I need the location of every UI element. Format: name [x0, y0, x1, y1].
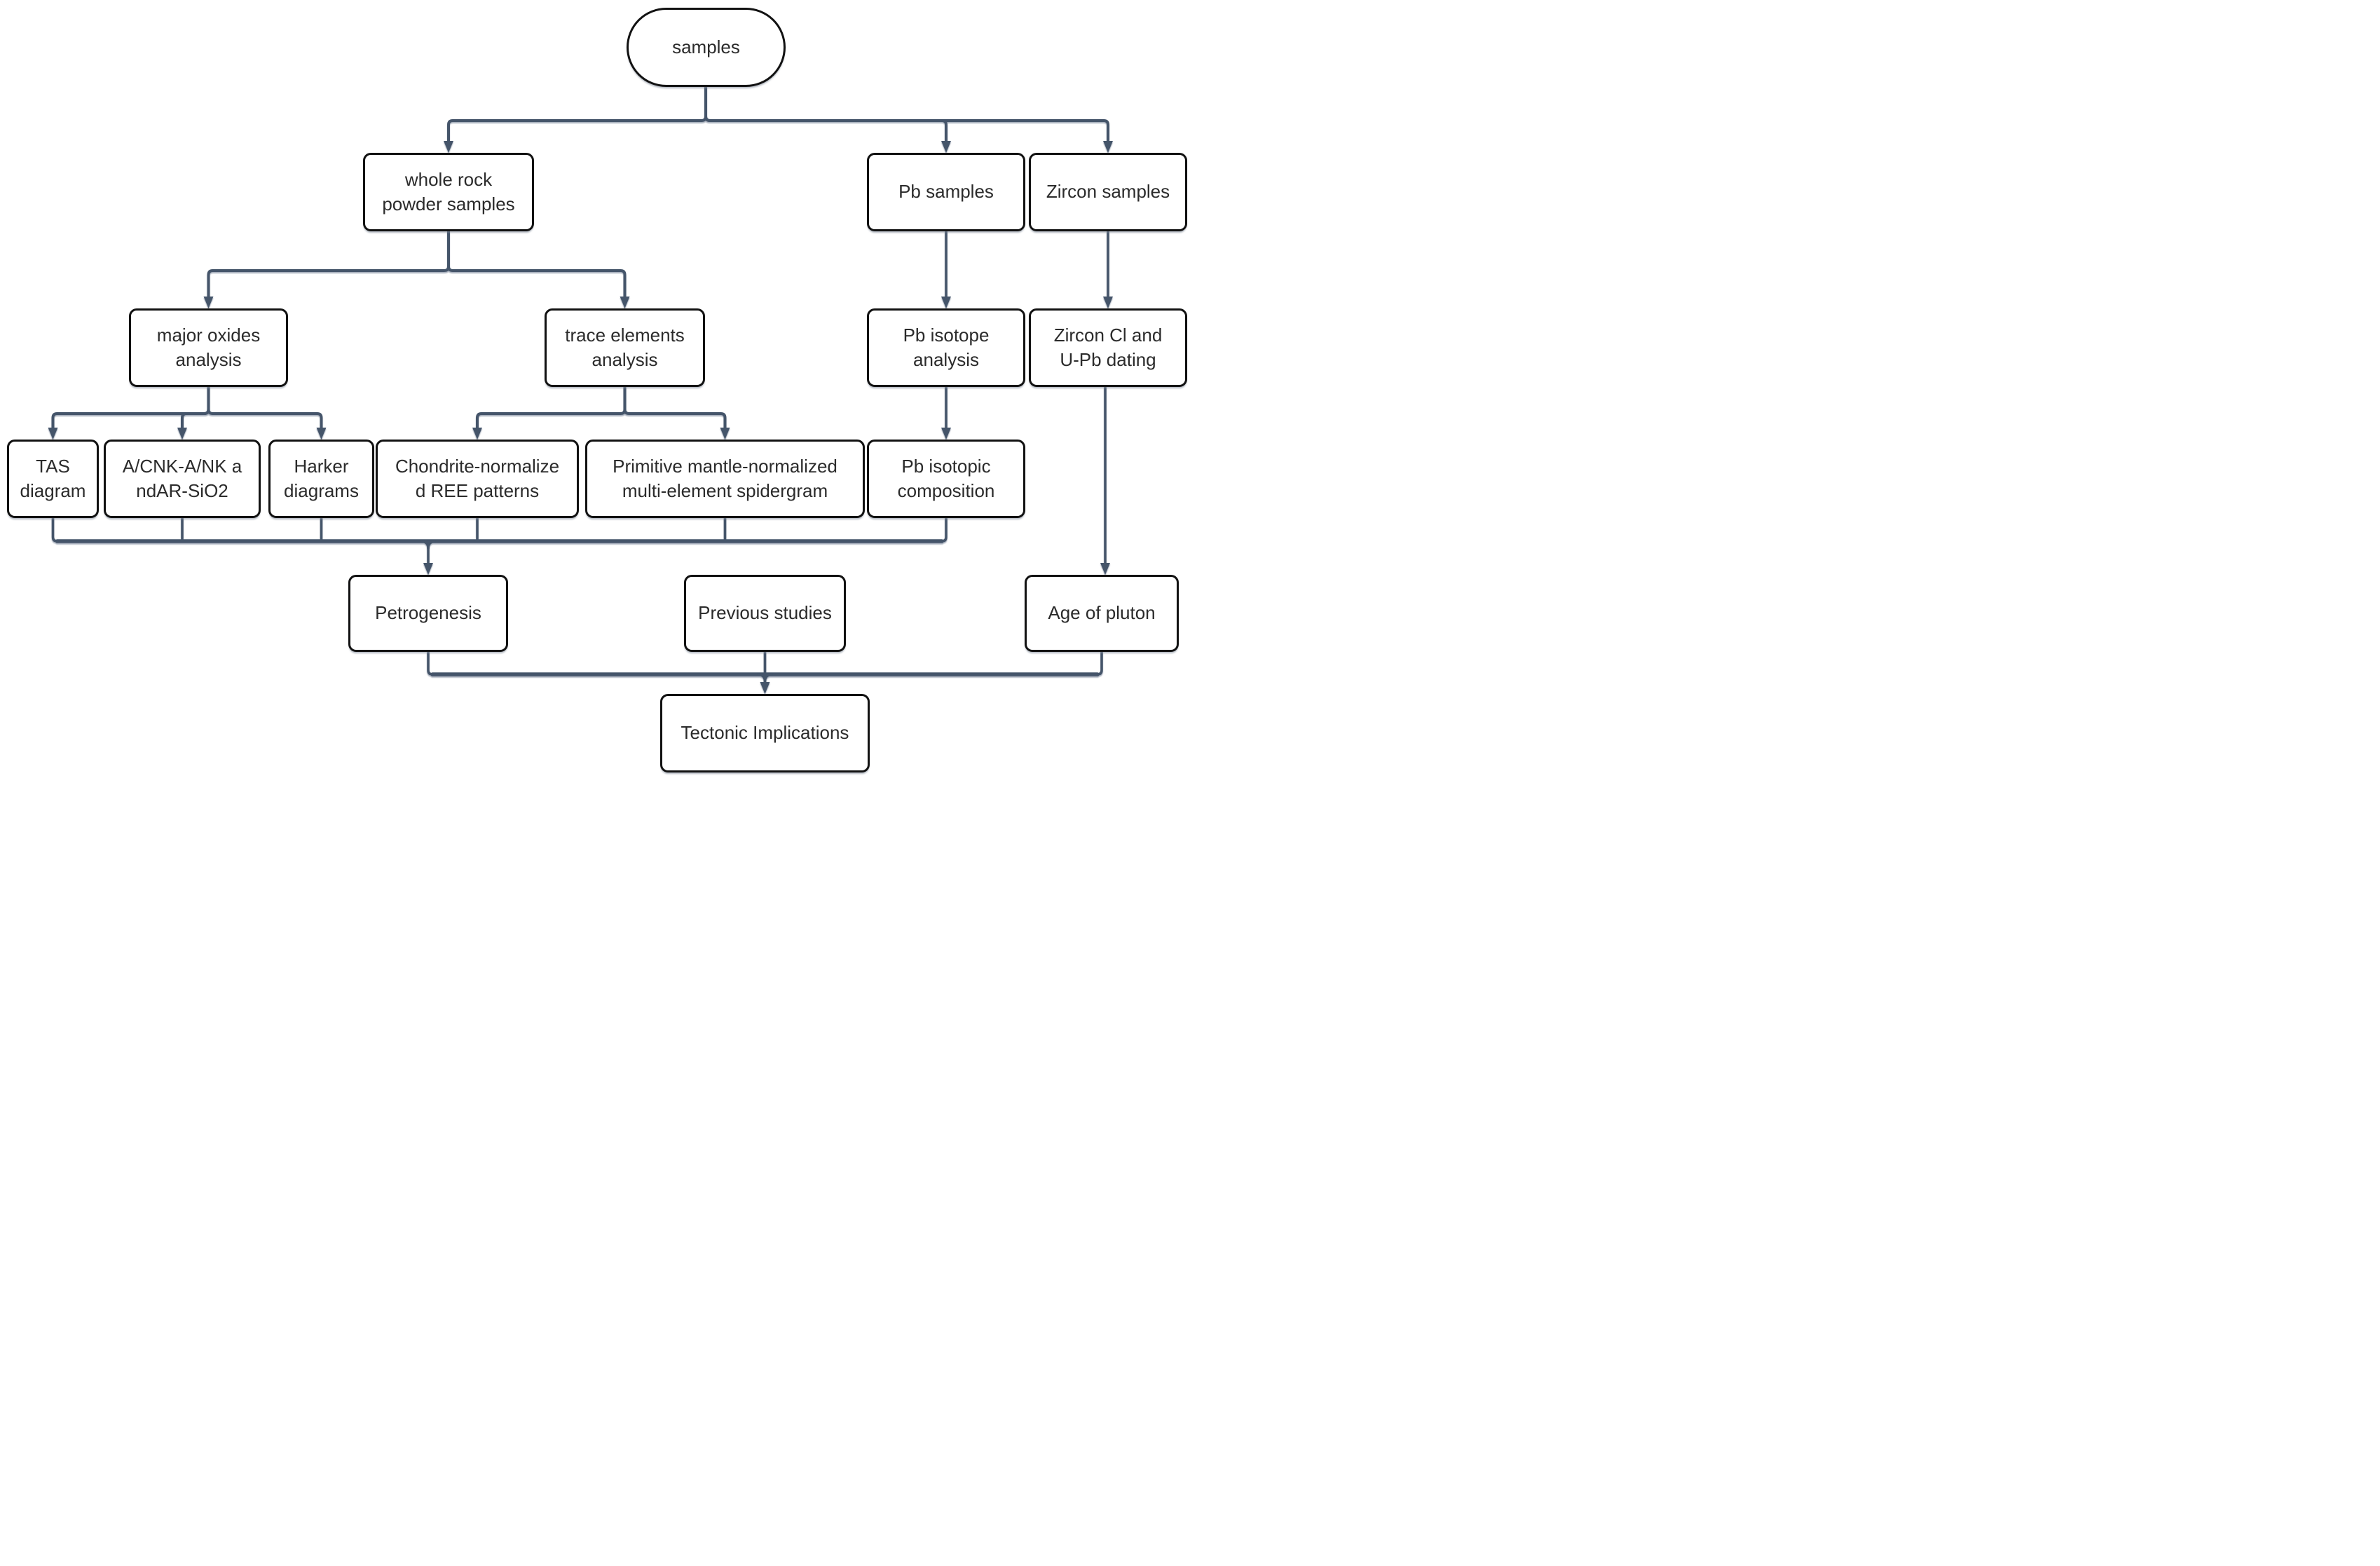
- node-pb-isotope-analysis-label: Pb isotope analysis: [903, 324, 990, 370]
- edge-whole-rock-major-oxides: [203, 230, 450, 308]
- node-tas-diagram: TAS diagram: [7, 440, 99, 518]
- node-whole-rock-powder-samples: whole rock powder samples: [363, 153, 534, 231]
- node-pb-samples-label: Pb samples: [898, 181, 994, 203]
- node-tas-diagram-label: TAS diagram: [20, 455, 86, 501]
- node-zircon-samples-label: Zircon samples: [1046, 181, 1170, 203]
- node-petrogenesis-label: Petrogenesis: [375, 602, 481, 624]
- node-age-of-pluton: Age of pluton: [1025, 575, 1179, 652]
- node-tectonic-implications-label: Tectonic Implications: [681, 722, 849, 744]
- node-pb-isotopic-composition: Pb isotopic composition: [867, 440, 1025, 518]
- node-age-of-pluton-label: Age of pluton: [1048, 602, 1156, 624]
- node-major-oxides-analysis: major oxides analysis: [129, 308, 288, 387]
- edge-zircon-dating-age-of-pluton: [1100, 386, 1110, 575]
- node-major-oxides-analysis-label: major oxides analysis: [156, 324, 261, 370]
- node-trace-elements-analysis: trace elements analysis: [545, 308, 705, 387]
- node-zircon-cl-upb-dating: Zircon Cl and U-Pb dating: [1029, 308, 1187, 387]
- node-acnk-ank-ar-sio2: A/CNK-A/NK a ndAR-SiO2: [104, 440, 261, 518]
- node-whole-rock-powder-samples-label: whole rock powder samples: [382, 168, 515, 215]
- node-harker-diagrams: Harker diagrams: [268, 440, 374, 518]
- edge-pb-isotope-analysis-pb-isotopic-composition: [941, 386, 951, 440]
- edge-major-oxides-harker: [207, 386, 327, 440]
- edge-trace-elements-chondrite: [472, 386, 627, 440]
- node-previous-studies: Previous studies: [684, 575, 846, 652]
- node-samples-label: samples: [672, 36, 740, 57]
- edge-samples-whole-rock: [444, 86, 707, 153]
- merge-bus-results-to-tectonic: [427, 651, 1103, 694]
- merge-bus-analyses-to-petrogenesis: [51, 517, 948, 575]
- node-zircon-samples: Zircon samples: [1029, 153, 1187, 231]
- node-chondrite-normalized-ree-patterns: Chondrite-normalize d REE patterns: [376, 440, 579, 518]
- node-primitive-mantle-spidergram: Primitive mantle-normalized multi-elemen…: [585, 440, 865, 518]
- node-samples: samples: [627, 8, 786, 87]
- connector-layer: [48, 86, 1113, 694]
- node-tectonic-implications: Tectonic Implications: [660, 694, 870, 772]
- node-pb-isotopic-composition-label: Pb isotopic composition: [897, 455, 995, 501]
- node-zircon-cl-upb-dating-label: Zircon Cl and U-Pb dating: [1053, 324, 1163, 370]
- node-acnk-ank-ar-sio2-label: A/CNK-A/NK a ndAR-SiO2: [122, 455, 242, 501]
- node-pb-samples: Pb samples: [867, 153, 1025, 231]
- node-harker-diagrams-label: Harker diagrams: [284, 455, 359, 501]
- edge-trace-elements-spidergram: [623, 386, 730, 440]
- edge-samples-zircon-samples: [704, 86, 1113, 153]
- node-pb-isotope-analysis: Pb isotope analysis: [867, 308, 1025, 387]
- edge-whole-rock-trace-elements: [447, 230, 630, 308]
- edge-pb-samples-pb-isotope-analysis: [941, 230, 951, 308]
- flowchart-canvas: samples whole rock powder samples Pb sam…: [0, 0, 1190, 783]
- node-previous-studies-label: Previous studies: [698, 602, 832, 624]
- node-primitive-mantle-spidergram-label: Primitive mantle-normalized multi-elemen…: [613, 455, 837, 501]
- edge-zircon-samples-zircon-dating: [1103, 230, 1113, 308]
- node-trace-elements-analysis-label: trace elements analysis: [565, 324, 685, 370]
- node-petrogenesis: Petrogenesis: [348, 575, 508, 652]
- node-chondrite-normalized-ree-patterns-label: Chondrite-normalize d REE patterns: [395, 455, 560, 501]
